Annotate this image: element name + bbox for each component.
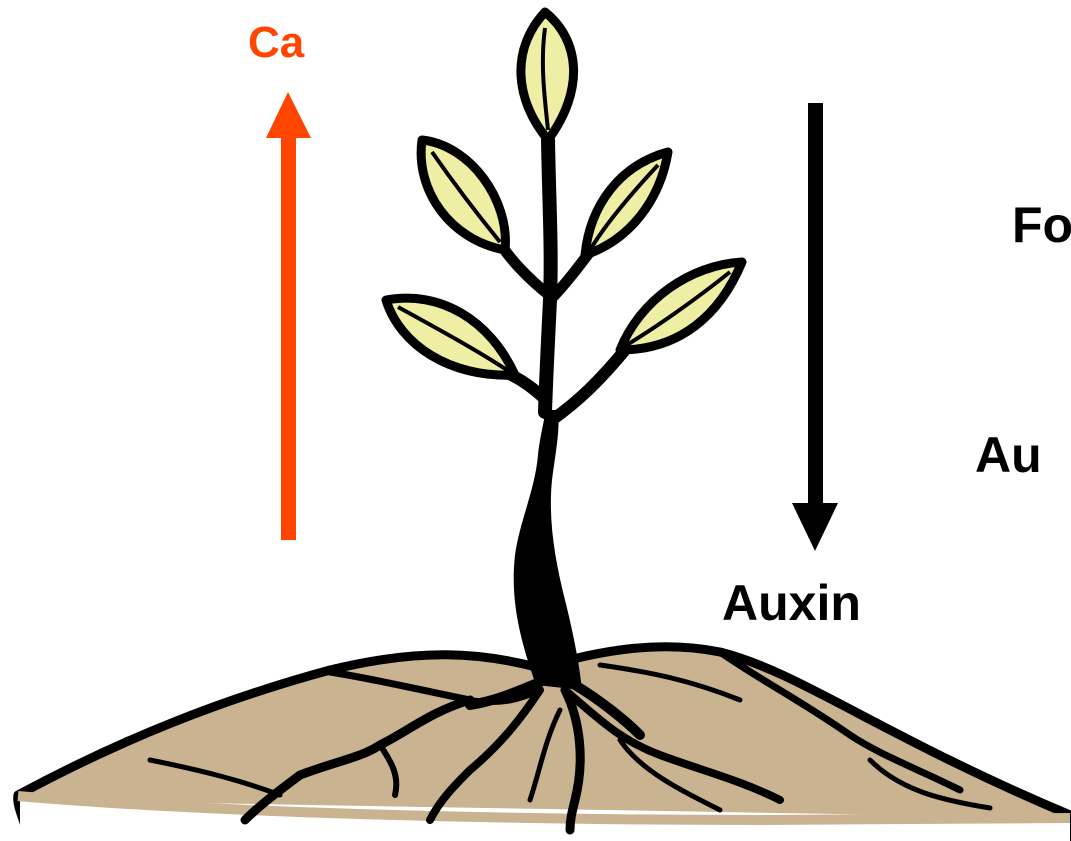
auxin-arrow xyxy=(792,103,838,551)
right-label-line-1: Fo xyxy=(1012,196,1071,254)
stem-trunk xyxy=(514,410,582,690)
calcium-label: Ca xyxy=(248,18,304,68)
plant-leaves xyxy=(386,12,742,375)
auxin-label: Auxin xyxy=(722,574,861,632)
right-label-line-2: Au xyxy=(975,426,1042,484)
calcium-arrow xyxy=(266,92,311,540)
